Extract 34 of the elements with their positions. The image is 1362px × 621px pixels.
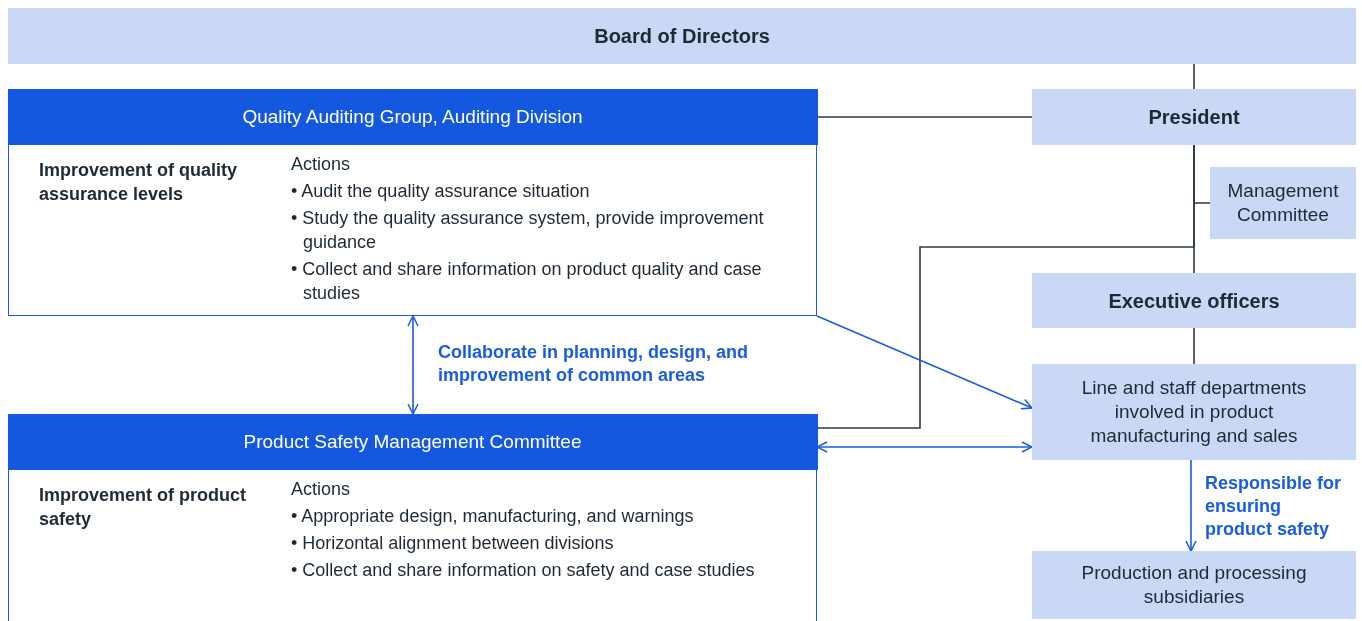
connector-line (407, 315, 419, 415)
group-panel (8, 89, 817, 316)
bullet-item: • Collect and share information on product quality and case studies (291, 258, 763, 305)
bullet-item: • Audit the quality assurance situation (291, 180, 591, 203)
node-label: Executive officers (1107, 288, 1281, 313)
goal-text: Improvement of product safety (39, 484, 247, 531)
actions-heading: Actions (291, 153, 352, 176)
actions-heading: Actions (291, 478, 352, 501)
node-label: Management Committee (1226, 179, 1340, 227)
bullet-item: • Collect and share information on safety and case studies (291, 559, 756, 582)
connector-line (1193, 327, 1195, 365)
committee-panel (8, 414, 817, 621)
org-box (1210, 167, 1356, 239)
board-band (8, 8, 1356, 64)
panel-header: Product Safety Management Committee (7, 413, 818, 470)
connector-line (816, 116, 1033, 118)
org-box (1032, 273, 1356, 328)
bullet-item: • Appropriate design, manufacturing, and warnings (291, 505, 695, 528)
connector-line (816, 315, 1033, 410)
goal-text: Improvement of quality assurance levels (39, 159, 239, 206)
org-box (1032, 551, 1356, 619)
org-box (1032, 364, 1356, 460)
org-box (1032, 89, 1356, 145)
connector-line (816, 441, 1033, 453)
node-label: Production and processing subsidiaries (1080, 561, 1308, 609)
connector-line (1185, 459, 1197, 552)
bullet-item: • Study the quality assurance system, provide improvement guidance (291, 207, 765, 254)
node-label: Board of Directors (593, 24, 771, 48)
bullet-item: • Horizontal alignment between divisions (291, 532, 615, 555)
node-label: Line and staff departments involved in product manufacturing and sales (1080, 376, 1308, 448)
panel-header: Quality Auditing Group, Auditing Division (7, 88, 818, 145)
node-label: President (1147, 105, 1241, 129)
connector-line (816, 144, 1195, 429)
connector-line (1193, 63, 1195, 90)
